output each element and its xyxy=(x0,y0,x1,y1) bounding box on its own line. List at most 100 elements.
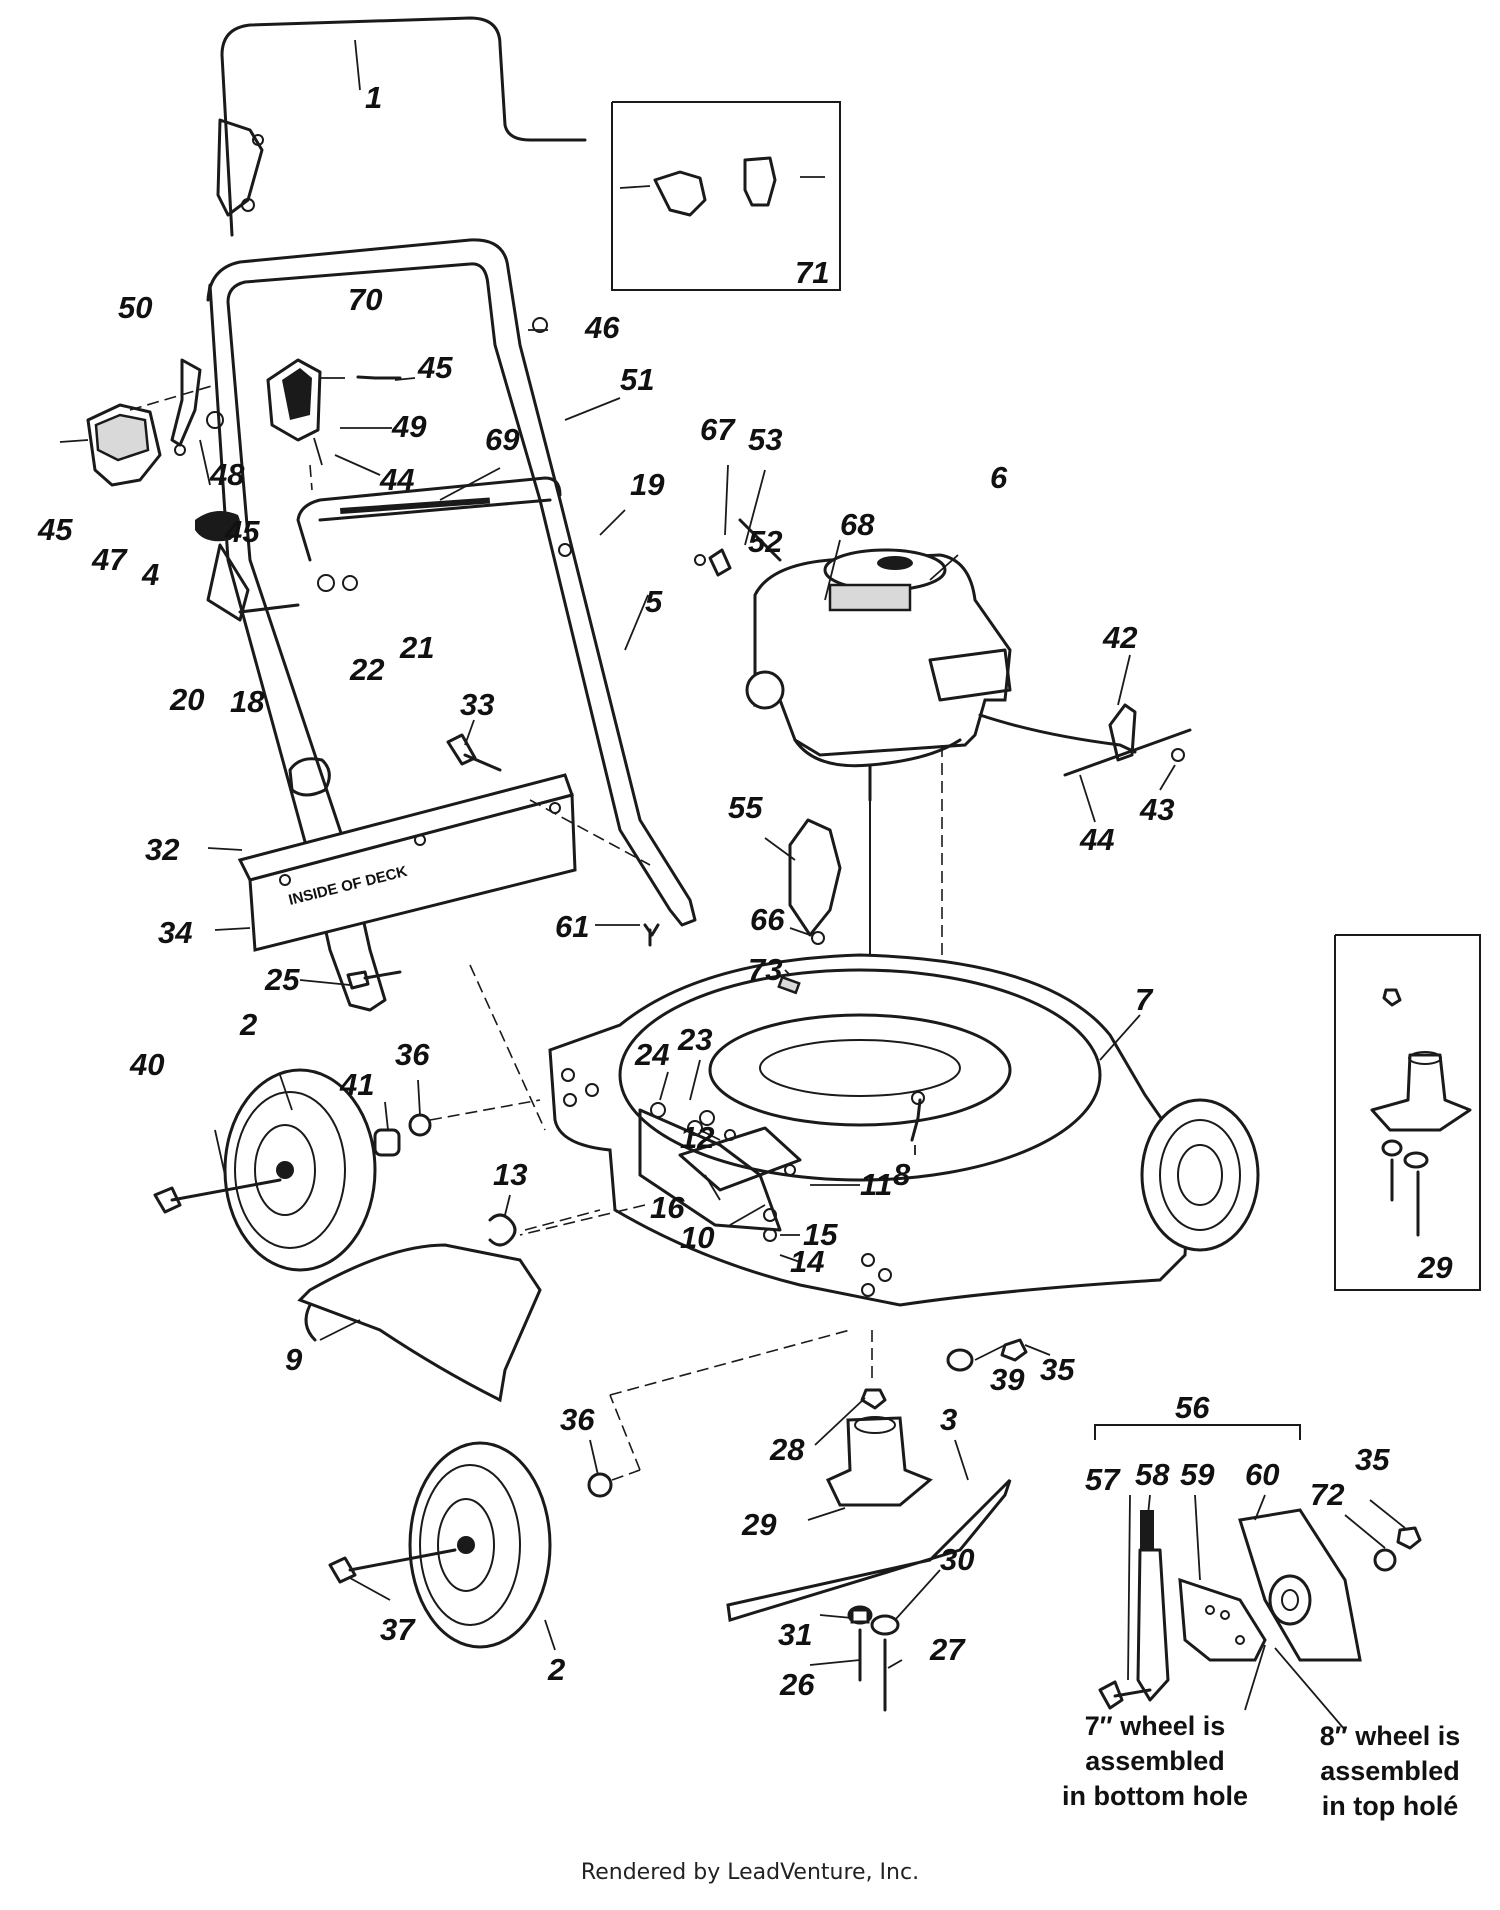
callout: 34 xyxy=(158,915,192,950)
callout: 53 xyxy=(748,422,782,457)
callout: 73 xyxy=(748,952,782,987)
throttle-control-part xyxy=(266,358,345,491)
clip-part xyxy=(288,757,331,797)
callout: 6 xyxy=(990,460,1008,495)
callout: 15 xyxy=(803,1217,838,1252)
callout: 71 xyxy=(795,255,829,290)
callout: 37 xyxy=(380,1612,416,1647)
callout: 24 xyxy=(634,1037,669,1072)
svg-text:7″ wheel is: 7″ wheel is xyxy=(1085,1711,1226,1741)
callout: 8 xyxy=(893,1157,911,1192)
callout: 61 xyxy=(555,909,589,944)
callout: 45 xyxy=(224,514,260,549)
callout-labels: 1 71 46 45 50 70 45 51 49 48 44 47 4 45 … xyxy=(37,80,1453,1702)
callout: 68 xyxy=(840,507,875,542)
callout: 59 xyxy=(1180,1457,1215,1492)
callout: 51 xyxy=(620,362,654,397)
svg-text:in top holé: in top holé xyxy=(1322,1791,1458,1821)
callout: 29 xyxy=(741,1507,777,1542)
callout: 52 xyxy=(748,524,782,559)
callout: 22 xyxy=(349,652,384,687)
callout: 44 xyxy=(379,462,414,497)
right-wheel-part xyxy=(1140,1098,1260,1252)
callout: 49 xyxy=(391,409,427,444)
callout: 60 xyxy=(1245,1457,1279,1492)
callout: 50 xyxy=(118,290,152,325)
wheel-note-bottom-hole: 7″ wheel is assembled in bottom hole xyxy=(1062,1711,1248,1811)
callout: 66 xyxy=(750,902,785,937)
bolt-33 xyxy=(446,733,502,772)
callout: 2 xyxy=(547,1652,565,1687)
callout: 11 xyxy=(860,1167,892,1202)
callout: 3 xyxy=(940,1402,957,1437)
svg-text:8″ wheel is: 8″ wheel is xyxy=(1320,1721,1461,1751)
credit-footer: Rendered by LeadVenture, Inc. xyxy=(580,1860,920,1885)
callout: 57 xyxy=(1085,1462,1121,1497)
callout: 27 xyxy=(929,1632,966,1667)
inset-box-29 xyxy=(1334,934,1481,1291)
callout: 25 xyxy=(264,962,300,997)
callout: 2 xyxy=(239,1007,257,1042)
callout: 13 xyxy=(493,1157,527,1192)
callout: 30 xyxy=(940,1542,974,1577)
leader-lines xyxy=(207,39,1406,1681)
callout: 45 xyxy=(417,350,453,385)
callout: 21 xyxy=(399,630,434,665)
engine-part xyxy=(738,518,1137,1110)
callout: 7 xyxy=(1135,982,1154,1017)
callout: 10 xyxy=(680,1220,714,1255)
callout: 31 xyxy=(778,1617,812,1652)
left-rear-wheel-part xyxy=(153,964,546,1272)
callout: 35 xyxy=(1355,1442,1390,1477)
bail-bracket-parts xyxy=(59,358,224,487)
callout: 48 xyxy=(209,457,245,492)
callout: 9 xyxy=(285,1342,303,1377)
rear-door-part xyxy=(297,1209,601,1403)
callout: 39 xyxy=(990,1362,1025,1397)
height-adjuster-part xyxy=(1094,1424,1422,1731)
callout: 45 xyxy=(37,512,73,547)
callout: 42 xyxy=(1102,620,1137,655)
svg-text:in bottom hole: in bottom hole xyxy=(1062,1781,1248,1811)
callout: 72 xyxy=(1310,1477,1344,1512)
callout: 14 xyxy=(790,1244,824,1279)
callout: 23 xyxy=(677,1022,712,1057)
deck-housing-part xyxy=(548,953,1192,1307)
callout: 41 xyxy=(339,1067,374,1102)
callout: 67 xyxy=(700,412,736,447)
callout: 12 xyxy=(680,1120,714,1155)
callout: 20 xyxy=(169,682,204,717)
lower-handle-part xyxy=(206,238,697,1012)
left-front-wheel-part xyxy=(328,1329,851,1649)
callout: 5 xyxy=(645,584,663,619)
inset-box-71 xyxy=(611,101,841,291)
callout: 32 xyxy=(145,832,179,867)
callout: 40 xyxy=(129,1047,164,1082)
misc-hardware xyxy=(174,317,1028,1372)
bracket-55-part xyxy=(788,818,842,945)
callout: 44 xyxy=(1079,822,1114,857)
callout: 55 xyxy=(728,790,763,825)
upper-handle-part xyxy=(216,16,587,237)
callout: 43 xyxy=(1139,792,1174,827)
callout: 4 xyxy=(141,557,159,592)
callout: 33 xyxy=(460,687,494,722)
wheel-note-top-hole: 8″ wheel is assembled in top holé xyxy=(1320,1721,1461,1821)
callout: 18 xyxy=(230,684,265,719)
callout: 56 xyxy=(1175,1390,1210,1425)
cable-bracket-part xyxy=(1063,703,1192,777)
pin-61 xyxy=(643,923,660,947)
callout: 29 xyxy=(1417,1250,1453,1285)
callout: 69 xyxy=(485,422,520,457)
callout: 35 xyxy=(1040,1352,1075,1387)
deck-plate-part: INSIDE OF DECK xyxy=(237,773,577,952)
callout: 1 xyxy=(365,80,382,115)
callout: 70 xyxy=(348,282,382,317)
callout: 58 xyxy=(1135,1457,1170,1492)
svg-text:assembled: assembled xyxy=(1320,1756,1460,1786)
callout: 47 xyxy=(91,542,128,577)
callout: 16 xyxy=(650,1190,685,1225)
blade-part xyxy=(726,1330,1012,1712)
